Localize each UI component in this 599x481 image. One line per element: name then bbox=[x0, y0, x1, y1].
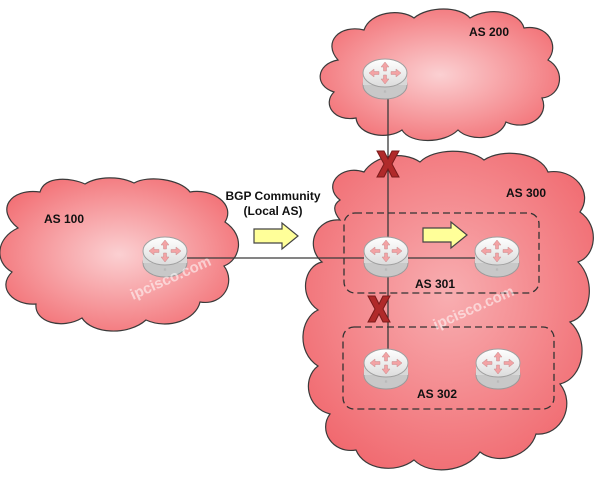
router-icon-as301-b bbox=[474, 236, 520, 278]
as301-group bbox=[343, 212, 540, 294]
local-as-label: (Local AS) bbox=[244, 204, 303, 218]
as300-cloud bbox=[302, 150, 594, 471]
router-icon-as301-a bbox=[363, 236, 409, 278]
advertise-arrow-icon-left bbox=[253, 222, 299, 250]
as302-group bbox=[342, 326, 555, 410]
as302-label: AS 302 bbox=[417, 387, 457, 401]
as301-label: AS 301 bbox=[415, 277, 455, 291]
as200-label: AS 200 bbox=[469, 25, 509, 39]
as100-label: AS 100 bbox=[44, 212, 84, 226]
as100-cloud bbox=[0, 177, 240, 332]
as300-label: AS 300 bbox=[506, 186, 546, 200]
router-icon-as302-a bbox=[363, 348, 409, 390]
bgp-community-label: BGP Community bbox=[225, 189, 320, 203]
router-icon-as302-b bbox=[475, 348, 521, 390]
as200-cloud bbox=[319, 8, 561, 141]
router-icon-as200 bbox=[362, 58, 408, 100]
